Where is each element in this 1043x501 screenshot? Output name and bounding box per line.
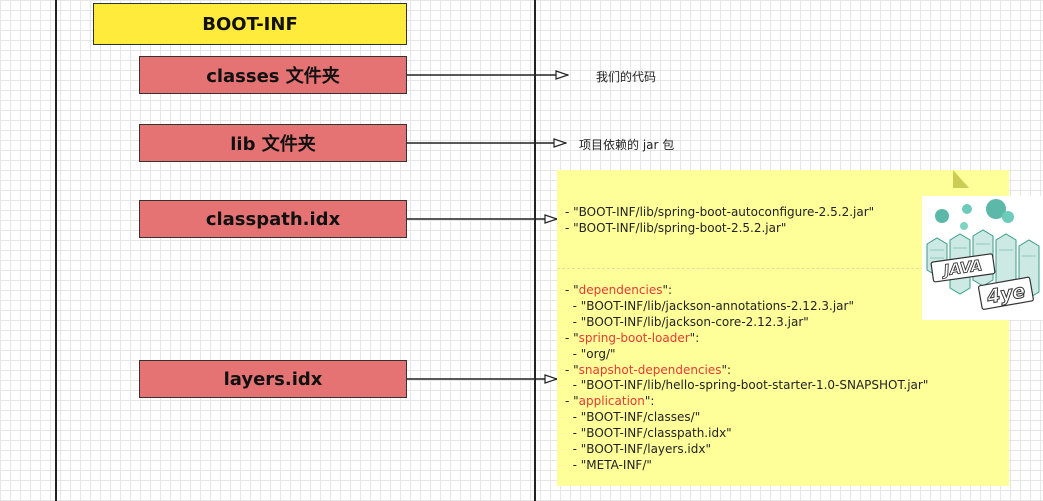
classpath-entry: - "BOOT-INF/lib/spring-boot-2.5.2.jar" — [565, 220, 787, 235]
boot-inf-box: BOOT-INF — [93, 3, 407, 45]
java4ye-logo: JAVA 4ye — [922, 196, 1043, 320]
layer-key-loader: spring-boot-loader — [578, 330, 690, 345]
layer-entry: - "BOOT-INF/lib/hello-spring-boot-starte… — [565, 378, 929, 393]
classpath-entry: - "BOOT-INF/lib/spring-boot-autoconfigur… — [565, 205, 875, 219]
classpath-idx-box: classpath.idx — [139, 200, 407, 238]
layer-entry: - "org/" — [565, 346, 616, 361]
layer-entry: - "META-INF/" — [565, 457, 652, 472]
layers-list: - "dependencies": - "BOOT-INF/lib/jackso… — [565, 283, 928, 474]
layer-key-application: application — [578, 394, 645, 409]
classes-annotation: 我们的代码 — [596, 70, 657, 84]
layer-entry: - "BOOT-INF/layers.idx" — [565, 442, 711, 457]
layers-idx-box: layers.idx — [139, 360, 407, 398]
note-fold-corner — [953, 170, 969, 188]
classpath-list: - "BOOT-INF/lib/spring-boot-autoconfigur… — [565, 205, 874, 237]
layer-key-snapshot: snapshot-dependencies — [578, 362, 722, 377]
layer-group-line: - "spring-boot-loader": — [565, 330, 700, 345]
note-separator — [557, 268, 1009, 269]
left-boundary-line — [55, 0, 57, 501]
lib-folder-box: lib 文件夹 — [139, 124, 407, 162]
right-boundary-line — [534, 0, 536, 501]
layer-group-line: - "application": — [565, 394, 655, 409]
layer-group-line: - "snapshot-dependencies": — [565, 362, 732, 377]
layer-entry: - "BOOT-INF/classpath.idx" — [565, 426, 732, 441]
layer-entry: - "BOOT-INF/lib/jackson-core-2.12.3.jar" — [565, 314, 809, 329]
layer-entry: - "BOOT-INF/lib/jackson-annotations-2.12… — [565, 298, 854, 313]
layer-entry: - "BOOT-INF/classes/" — [565, 410, 701, 425]
classes-folder-box: classes 文件夹 — [139, 56, 407, 94]
layer-group-line: - "dependencies": — [565, 283, 673, 297]
layer-key-dependencies: dependencies — [578, 283, 663, 297]
lib-annotation: 项目依赖的 jar 包 — [579, 138, 675, 152]
